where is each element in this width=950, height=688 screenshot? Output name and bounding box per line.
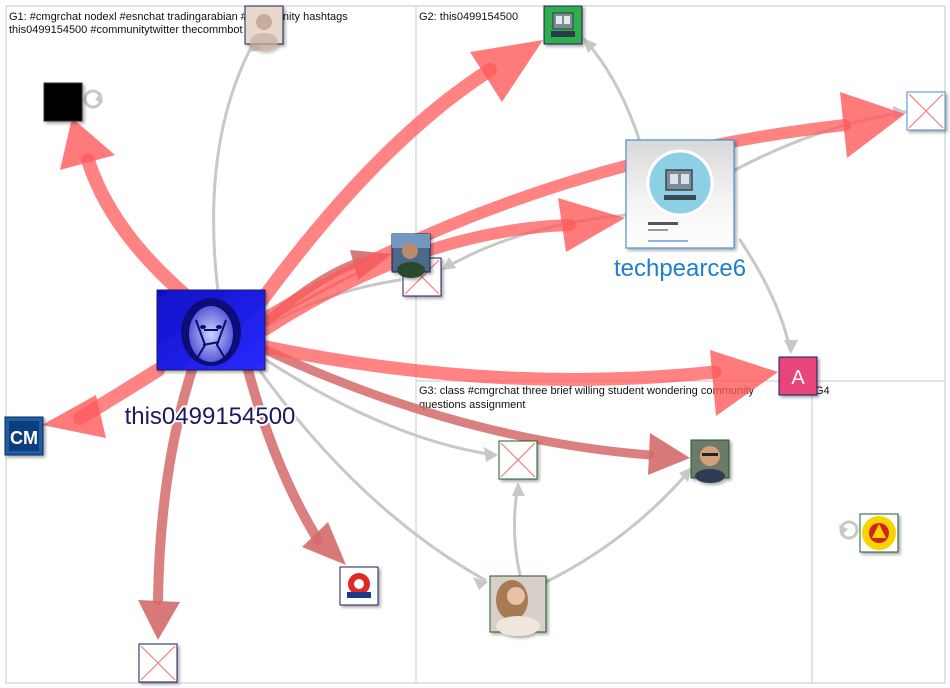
arrow-to-cm <box>42 395 106 438</box>
node-techpearce6[interactable] <box>625 139 735 249</box>
arrow-to-a <box>784 340 798 354</box>
man-photo-avatar <box>392 234 430 278</box>
edge-woman-to-g3-x <box>512 483 522 577</box>
arrow-self-black <box>95 92 103 103</box>
community-bot-logo <box>347 573 371 598</box>
group-g4-label: G4 <box>815 385 830 397</box>
group-g3-label-line2: questions assignment <box>419 399 525 411</box>
node-a[interactable]: A <box>778 356 818 396</box>
edge-hub-to-bottom-x <box>153 365 197 605</box>
node-top[interactable] <box>244 5 284 51</box>
yellow-emblem-avatar <box>862 516 896 550</box>
edge-hub-to-black <box>81 153 192 302</box>
profile-card-avatar <box>646 149 714 242</box>
edge-woman-to-g3-man <box>544 468 692 584</box>
arrow-to-a <box>710 350 778 416</box>
node-label-techpearce6-halo: techpearce6 <box>614 255 746 282</box>
group-g2-label-line1: G2: this0499154500 <box>419 11 518 23</box>
group-g1-label-line2: this0499154500 #communitytwitter thecomm… <box>9 24 261 36</box>
edge-hub-to-g3-woman <box>256 366 487 582</box>
node-bottom-x[interactable] <box>138 643 178 683</box>
bald-man-avatar <box>695 446 725 483</box>
group-g3-label-line1: G3: class #cmgrchat three brief willing … <box>419 385 755 397</box>
arrow-to-commbot <box>302 522 346 565</box>
group-g1-label: G1: #cmgrchat nodexl #esnchat tradingara… <box>9 11 351 36</box>
node-this0499154500[interactable] <box>156 289 266 371</box>
node-black[interactable] <box>43 82 83 122</box>
woman-photo-avatar <box>496 580 540 636</box>
arrow-to-g3-man <box>648 433 690 475</box>
node-label-this0499154500-halo: this0499154500 <box>125 403 296 430</box>
edge-hub-to-right-x <box>259 119 851 324</box>
group-g3-label: G3: class #cmgrchat three brief willing … <box>419 385 757 411</box>
arrow-to-g3-x-up <box>512 482 525 496</box>
cm-logo-avatar: CM <box>9 421 39 451</box>
node-commbot[interactable] <box>339 566 379 606</box>
arrow-to-black <box>60 118 115 170</box>
node-g2-green[interactable] <box>543 5 583 45</box>
arrow-to-right-x <box>840 92 905 158</box>
strong-edges <box>73 63 851 425</box>
arrow-to-g3-x <box>484 447 498 462</box>
group-g4-box <box>811 380 946 684</box>
arrow-to-techpearce <box>558 198 625 252</box>
black-square-avatar <box>43 82 83 122</box>
green-character-avatar <box>551 12 575 37</box>
broken-image-icon <box>908 93 944 129</box>
node-g2-right-x[interactable] <box>906 91 946 131</box>
arrow-to-g3-woman <box>473 577 488 590</box>
blurred-person-avatar <box>250 14 278 51</box>
arrow-to-pair-x <box>442 257 456 270</box>
node-cm[interactable]: CM <box>4 416 44 456</box>
arrow-to-green <box>470 40 543 102</box>
group-g1-label-line1: G1: #cmgrchat nodexl #esnchat tradingara… <box>9 11 348 23</box>
arrow-to-green <box>583 38 597 53</box>
node-pair-photo[interactable] <box>391 233 431 278</box>
edge-hub-to-g3-man <box>261 345 655 460</box>
hooded-face-avatar <box>181 298 241 366</box>
edge-tech-to-a <box>738 238 792 352</box>
arrow-to-bottom-x <box>138 600 180 640</box>
group-g4-label-line1: G4 <box>815 385 830 397</box>
node-label-techpearce6: techpearce6 <box>614 255 746 282</box>
edge-hub-to-g3-x <box>264 358 497 457</box>
group-g2-label: G2: this0499154500 <box>419 11 518 23</box>
node-g4[interactable] <box>859 513 899 553</box>
strong-arrowheads <box>42 40 905 438</box>
edge-tech-to-green <box>583 38 642 144</box>
node-g3-woman[interactable] <box>489 575 547 636</box>
edge-hub-to-commbot <box>243 365 323 545</box>
node-g3-man[interactable] <box>690 439 730 483</box>
node-label-this0499154500: this0499154500 <box>125 403 296 430</box>
arrow-self-g4 <box>839 525 848 536</box>
edge-hub-to-top <box>212 38 257 294</box>
letter-a-avatar: A <box>791 367 805 389</box>
edge-hub-to-a <box>259 340 722 386</box>
svg-text:CM: CM <box>10 428 38 448</box>
arrow-to-g3-man <box>679 467 692 482</box>
node-g3-x[interactable] <box>498 440 538 480</box>
broken-image-icon <box>140 645 176 681</box>
broken-image-icon <box>500 442 536 478</box>
edge-hub-to-green <box>255 63 497 307</box>
